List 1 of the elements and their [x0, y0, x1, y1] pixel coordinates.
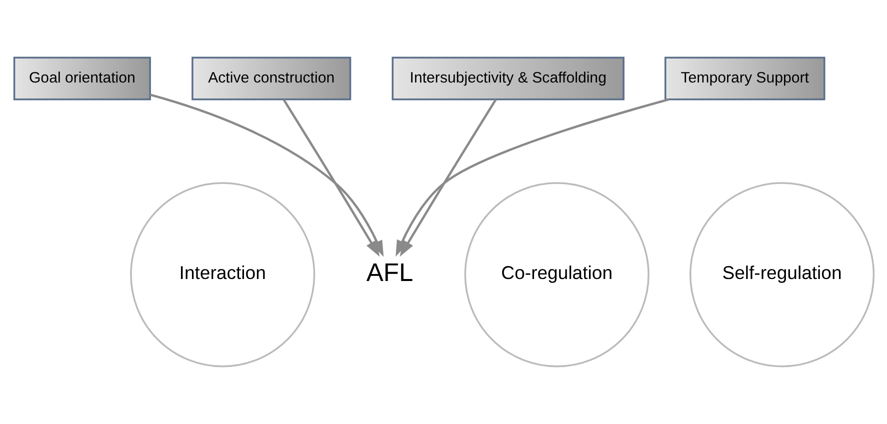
- node-text: AFL: [366, 259, 413, 288]
